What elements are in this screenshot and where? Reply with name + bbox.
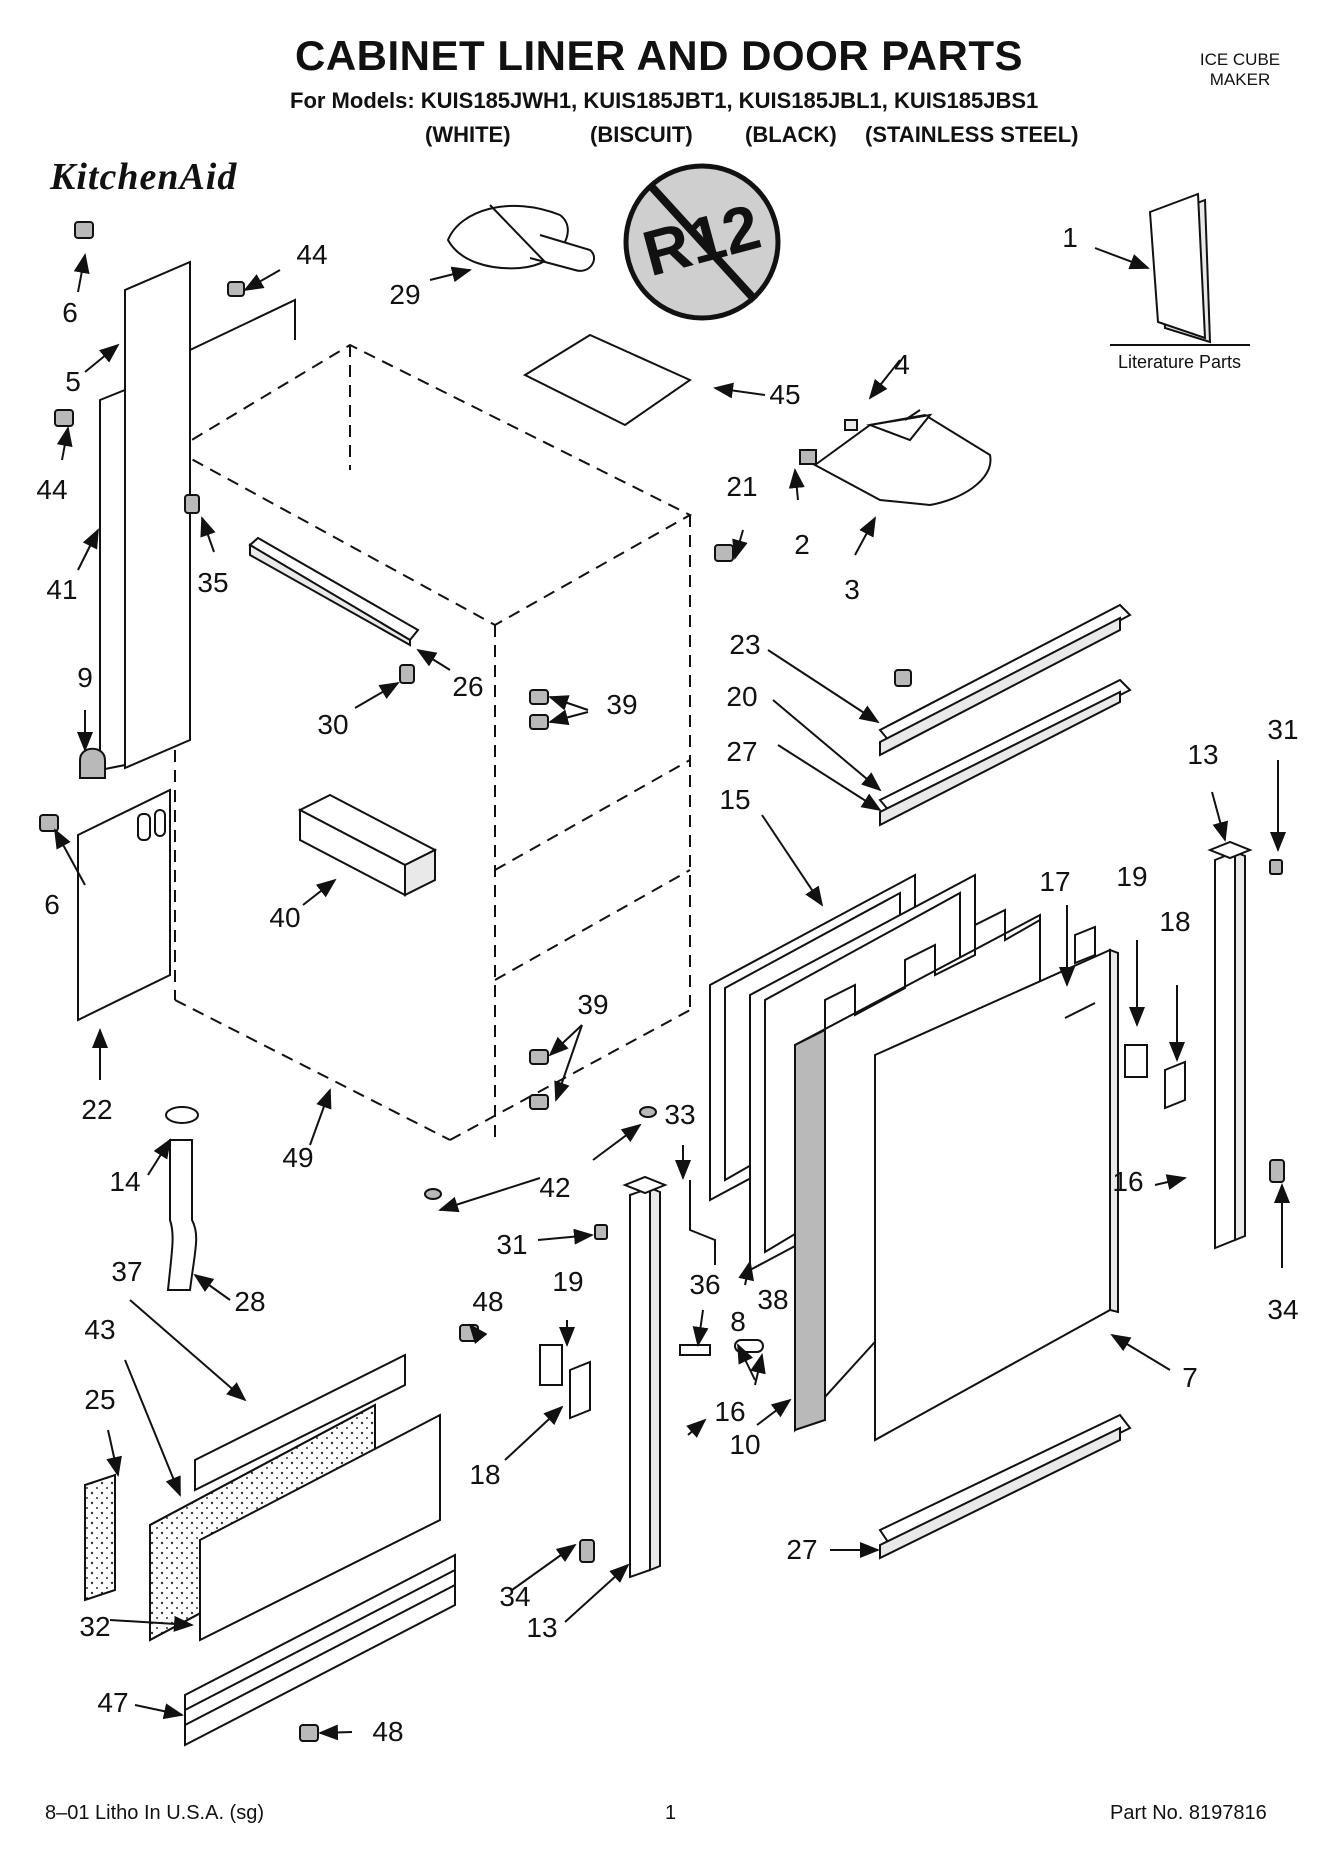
page-title: CABINET LINER AND DOOR PARTS	[295, 32, 1023, 79]
drain-trough	[297, 793, 438, 897]
callout-29: 29	[389, 279, 421, 310]
clip-part	[79, 747, 106, 779]
hinge-plate-right	[1124, 1044, 1148, 1078]
leader-lines	[54, 247, 1290, 1741]
color-biscuit: (BISCUIT)	[590, 122, 693, 147]
callout-8: 8	[730, 1306, 746, 1337]
cabinet-liner	[174, 343, 693, 1141]
callout-3: 3	[844, 574, 860, 605]
callout-15: 15	[719, 784, 751, 815]
callout-42: 42	[539, 1172, 571, 1203]
callout-16b: 16	[714, 1396, 746, 1427]
callout-43: 43	[84, 1314, 116, 1345]
callout-32: 32	[79, 1611, 111, 1642]
callout-34a: 34	[1267, 1294, 1299, 1325]
callout-19a: 19	[1116, 861, 1148, 892]
callout-44b: 44	[36, 474, 68, 505]
hinge-post-right	[1207, 840, 1253, 1250]
callout-36: 36	[689, 1269, 721, 1300]
door-panel	[874, 925, 1119, 1442]
callout-49: 49	[282, 1142, 314, 1173]
hinge-post-left	[622, 1175, 668, 1579]
callout-27b: 27	[786, 1534, 818, 1565]
door-bottom-rail	[878, 1413, 1132, 1547]
callout-26: 26	[452, 671, 484, 702]
brand-logo: KitchenAid	[50, 156, 238, 198]
callout-22: 22	[81, 1094, 113, 1125]
footer-litho: 8–01 Litho In U.S.A. (sg)	[45, 1802, 265, 1824]
hinge-plate-left	[539, 1344, 563, 1386]
callout-6b: 6	[44, 889, 60, 920]
callout-21: 21	[726, 471, 758, 502]
callout-34b: 34	[499, 1581, 531, 1612]
ice-scoop-part	[446, 204, 595, 272]
color-white: (WHITE)	[425, 122, 511, 147]
callout-45: 45	[769, 379, 801, 410]
color-stainless: (STAINLESS STEEL)	[865, 122, 1079, 147]
callout-37: 37	[111, 1256, 143, 1287]
callout-4: 4	[894, 349, 910, 380]
door-top-hinge	[878, 603, 1132, 827]
footer-page-number: 1	[665, 1802, 677, 1824]
callout-2: 2	[794, 529, 810, 560]
callout-7: 7	[1182, 1362, 1198, 1393]
deflector-bracket	[799, 409, 992, 507]
models-line: For Models: KUIS185JWH1, KUIS185JBT1, KU…	[290, 88, 1039, 113]
callout-6a: 6	[62, 297, 78, 328]
liner-rail	[248, 536, 420, 642]
callout-1: 1	[1062, 222, 1078, 253]
callout-31b: 31	[496, 1229, 528, 1260]
callout-19b: 19	[552, 1266, 584, 1297]
callout-39a: 39	[606, 689, 638, 720]
callout-18a: 18	[1159, 906, 1191, 937]
callout-13b: 13	[526, 1612, 558, 1643]
callout-31a: 31	[1267, 714, 1299, 745]
category-label: ICE CUBE MAKER	[1170, 50, 1310, 90]
callout-48b: 48	[372, 1716, 404, 1747]
callout-41: 41	[46, 574, 78, 605]
r12-badge: R12	[623, 163, 781, 321]
bracket-part	[689, 1180, 716, 1265]
callout-44a: 44	[296, 239, 328, 270]
callout-38: 38	[757, 1284, 789, 1315]
callout-30: 30	[317, 709, 349, 740]
callout-16a: 16	[1112, 1166, 1144, 1197]
literature-booklet	[1148, 192, 1212, 344]
callout-13a: 13	[1187, 739, 1219, 770]
callout-10: 10	[729, 1429, 761, 1460]
category-line-1: ICE CUBE	[1199, 50, 1281, 69]
callout-14: 14	[109, 1166, 141, 1197]
footer-part-number: Part No. 8197816	[1110, 1802, 1267, 1824]
literature-parts-label: Literature Parts	[1118, 352, 1242, 372]
category-line-2: MAKER	[1209, 70, 1271, 89]
callout-23: 23	[729, 629, 761, 660]
callout-17: 17	[1039, 866, 1071, 897]
callout-5: 5	[65, 366, 81, 397]
callout-20: 20	[726, 681, 758, 712]
callout-28: 28	[234, 1286, 266, 1317]
callout-27a: 27	[726, 736, 758, 767]
callout-40: 40	[269, 902, 301, 933]
color-black: (BLACK)	[745, 122, 837, 147]
screws	[39, 221, 1285, 1742]
toe-grille-assembly	[84, 1353, 456, 1747]
drain-tube	[165, 1106, 199, 1291]
callout-25: 25	[84, 1384, 116, 1415]
lower-side-panel	[77, 788, 171, 1022]
callout-48a: 48	[472, 1286, 504, 1317]
shelf-plate	[522, 333, 693, 427]
side-panel	[99, 260, 296, 772]
callout-39b: 39	[577, 989, 609, 1020]
callout-33: 33	[664, 1099, 696, 1130]
callout-18b: 18	[469, 1459, 501, 1490]
callout-9: 9	[77, 662, 93, 693]
callout-47: 47	[97, 1687, 129, 1718]
callout-35: 35	[197, 567, 229, 598]
